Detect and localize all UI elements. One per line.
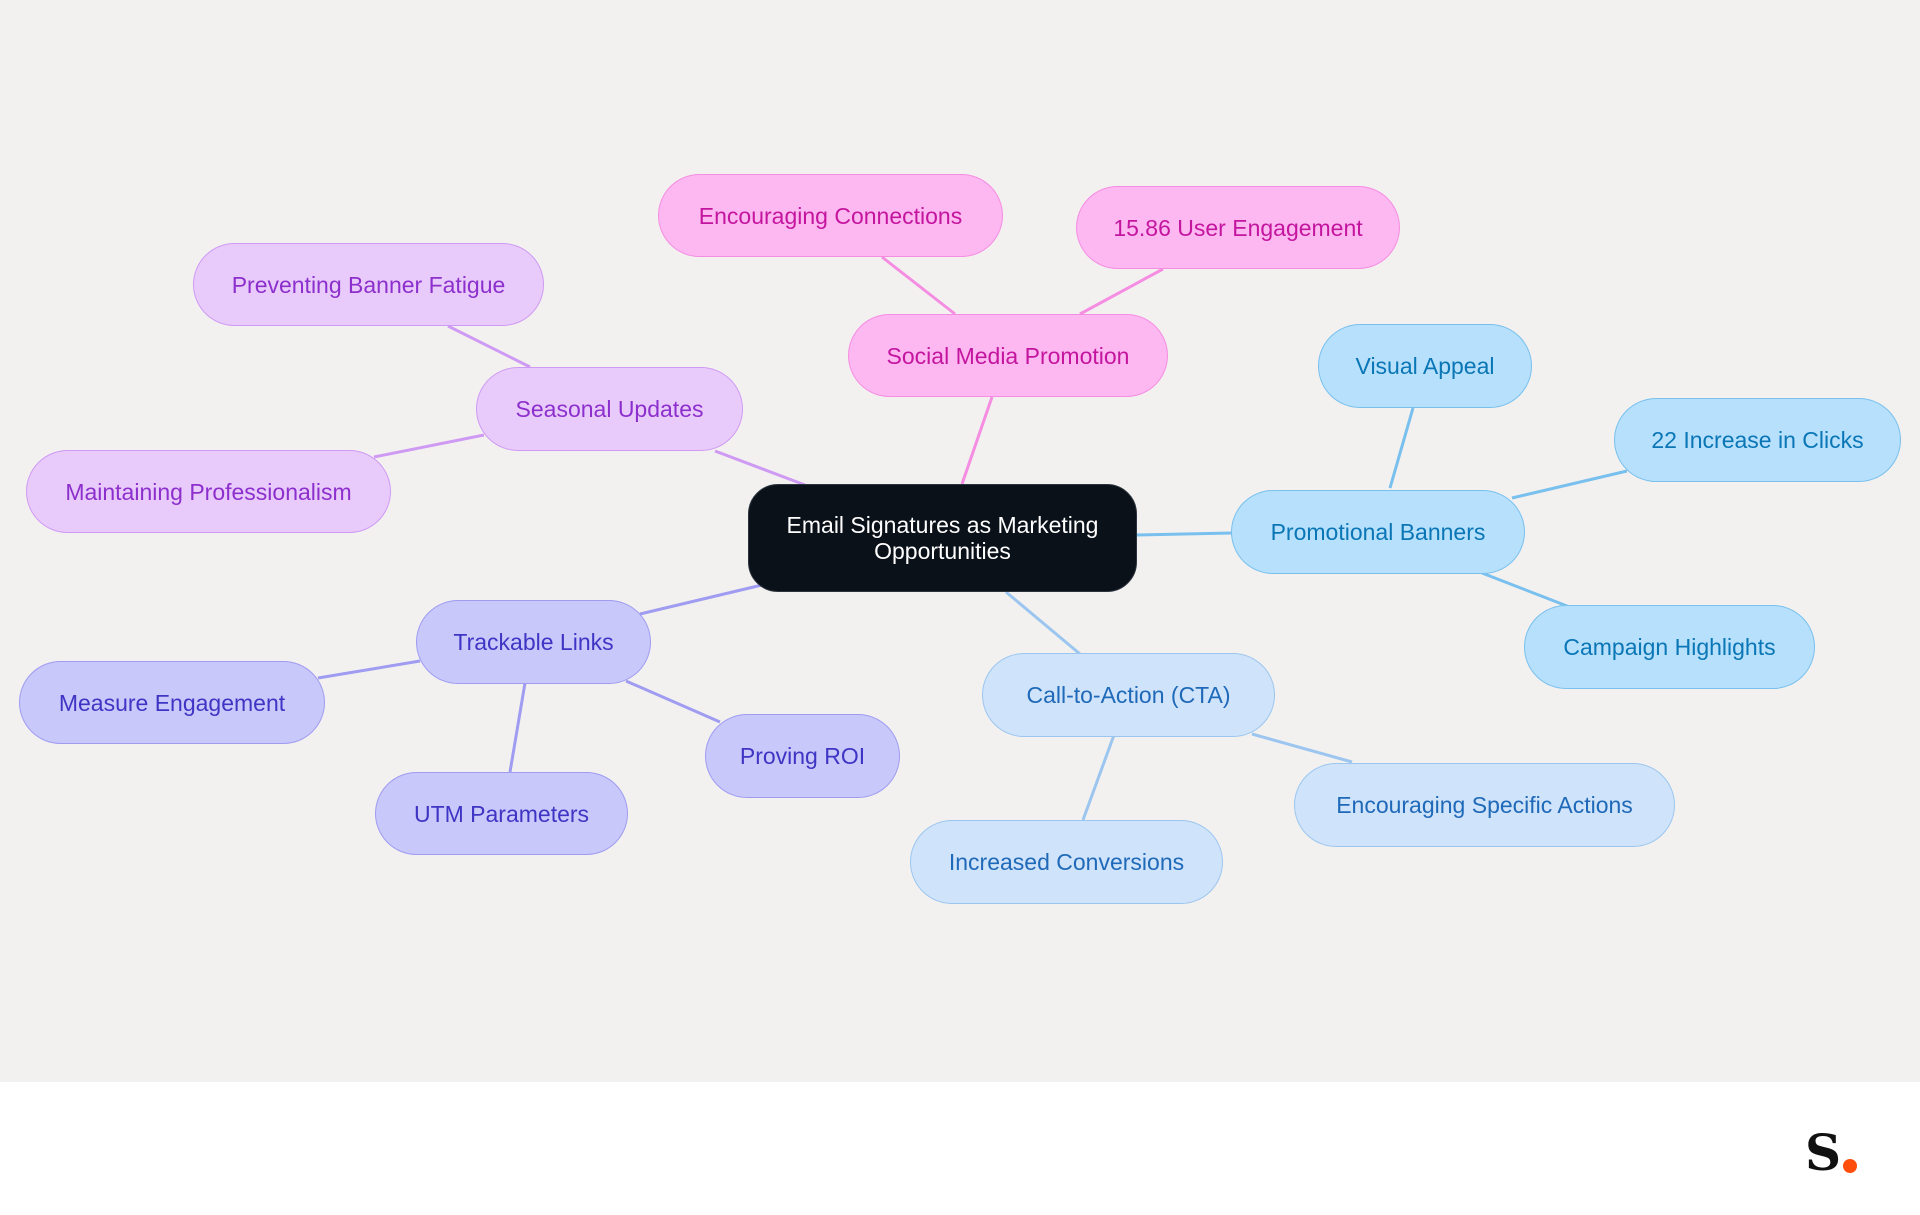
- leaf-measure-engagement: Measure Engagement: [19, 661, 325, 744]
- leaf-maintaining-professionalism-label: Maintaining Professionalism: [65, 478, 352, 505]
- edge-seasonal-fatigue: [447, 324, 531, 369]
- edge-cta-conversions: [1081, 734, 1116, 821]
- edge-root-trackable: [639, 583, 763, 616]
- leaf-visual-appeal: Visual Appeal: [1318, 324, 1532, 408]
- mind-map-edges: [317, 255, 1628, 821]
- leaf-preventing-banner-fatigue-label: Preventing Banner Fatigue: [231, 271, 506, 298]
- edge-trackable-utm: [508, 682, 527, 773]
- leaf-increase-in-clicks-label: 22 Increase in Clicks: [1651, 427, 1864, 453]
- edge-social-engagement: [1079, 267, 1164, 316]
- leaf-campaign-highlights: Campaign Highlights: [1524, 605, 1815, 689]
- leaf-encouraging-specific-actions-label: Encouraging Specific Actions: [1336, 792, 1633, 818]
- edge-banners-campaign: [1481, 571, 1568, 608]
- root-node-label: Email Signatures as Marketing Opportunit…: [786, 512, 1099, 564]
- leaf-increased-conversions: Increased Conversions: [910, 820, 1223, 904]
- branch-promotional-banners: Promotional Banners: [1231, 490, 1525, 574]
- branch-social-media-promotion: Social Media Promotion: [848, 314, 1168, 397]
- branch-promotional-banners-label: Promotional Banners: [1270, 519, 1486, 545]
- leaf-utm-parameters-label: UTM Parameters: [413, 800, 590, 827]
- branch-seasonal-updates: Seasonal Updates: [476, 367, 743, 451]
- edge-root-banners: [1136, 531, 1233, 537]
- leaf-preventing-banner-fatigue: Preventing Banner Fatigue: [193, 243, 544, 326]
- leaf-encouraging-connections: Encouraging Connections: [658, 174, 1003, 257]
- leaf-campaign-highlights-label: Campaign Highlights: [1563, 634, 1776, 660]
- edge-root-seasonal: [714, 449, 806, 487]
- brand-logo-letter: S: [1805, 1123, 1842, 1182]
- branch-call-to-action: Call-to-Action (CTA): [982, 653, 1275, 737]
- branch-social-media-promotion-label: Social Media Promotion: [886, 342, 1130, 369]
- edge-root-cta: [1005, 590, 1081, 656]
- root-node: Email Signatures as Marketing Opportunit…: [748, 484, 1137, 592]
- branch-trackable-links: Trackable Links: [416, 600, 651, 684]
- edge-trackable-measure: [317, 659, 421, 680]
- leaf-maintaining-professionalism: Maintaining Professionalism: [26, 450, 391, 533]
- branch-call-to-action-label: Call-to-Action (CTA): [1026, 682, 1231, 708]
- edge-root-social: [960, 396, 994, 485]
- leaf-increased-conversions-label: Increased Conversions: [948, 849, 1185, 875]
- branch-seasonal-updates-label: Seasonal Updates: [515, 396, 704, 422]
- leaf-proving-roi: Proving ROI: [705, 714, 900, 798]
- footer-bar: [0, 1082, 1920, 1215]
- leaf-encouraging-specific-actions: Encouraging Specific Actions: [1294, 763, 1675, 847]
- leaf-utm-parameters: UTM Parameters: [375, 772, 628, 855]
- leaf-measure-engagement-label: Measure Engagement: [58, 689, 286, 716]
- leaf-proving-roi-label: Proving ROI: [739, 743, 866, 769]
- brand-logo-dot: [1843, 1159, 1858, 1173]
- leaf-user-engagement: 15.86 User Engagement: [1076, 186, 1400, 269]
- branch-trackable-links-label: Trackable Links: [453, 629, 614, 655]
- edge-seasonal-professionalism: [373, 433, 485, 459]
- edge-cta-actions: [1251, 732, 1353, 764]
- edge-banners-clicks: [1511, 469, 1628, 500]
- edge-social-connections: [881, 255, 956, 316]
- leaf-user-engagement-label: 15.86 User Engagement: [1113, 214, 1363, 241]
- leaf-encouraging-connections-label: Encouraging Connections: [698, 202, 963, 229]
- edge-trackable-roi: [625, 679, 721, 724]
- brand-logo: S: [1805, 1123, 1858, 1182]
- leaf-visual-appeal-label: Visual Appeal: [1355, 353, 1495, 379]
- mind-map-canvas: Email Signatures as Marketing Opportunit…: [0, 0, 1920, 1082]
- leaf-increase-in-clicks: 22 Increase in Clicks: [1614, 398, 1901, 482]
- edge-banners-visual: [1388, 407, 1415, 489]
